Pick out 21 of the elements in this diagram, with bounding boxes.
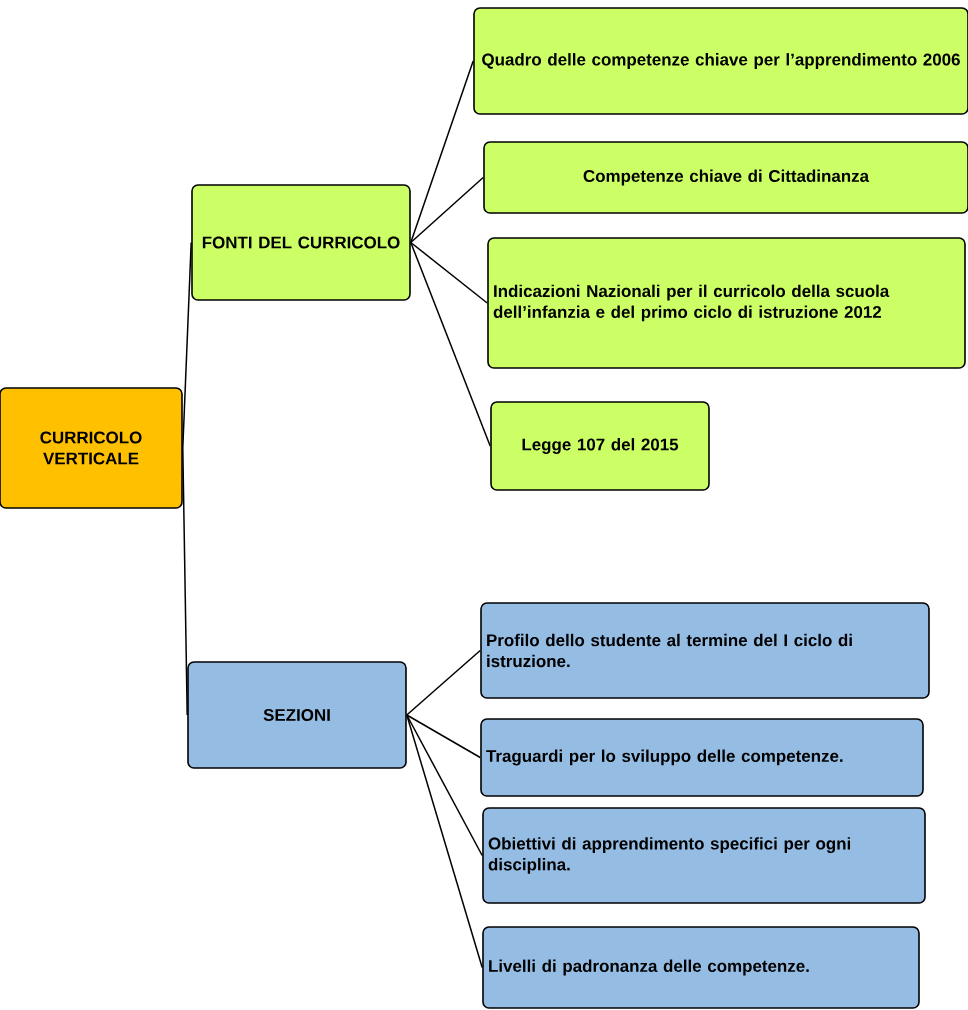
section-box: Livelli di padronanza delle competenze. — [482, 926, 920, 1009]
root-box: CURRICOLO VERTICALE — [0, 387, 183, 509]
connector-line — [410, 176, 484, 244]
source-box: Indicazioni Nazionali per il curricolo della scuola dell’infanzia e del primo ciclo di istruzione 2012 — [487, 237, 966, 369]
connector-line — [410, 241, 488, 304]
connector-line — [406, 649, 481, 716]
connector-line — [406, 714, 483, 857]
connector-line — [410, 241, 491, 447]
source-box: Quadro delle competenze chiave per l’apprendimento 2006 — [473, 7, 968, 115]
section-box: Traguardi per lo sviluppo delle competenze. — [480, 718, 924, 797]
connector-line — [406, 714, 483, 969]
connector-line — [410, 60, 474, 244]
section-box: Profilo dello studente al termine del I ciclo di istruzione. — [480, 602, 930, 699]
source-box: Competenze chiave di Cittadinanza — [483, 141, 968, 214]
connector-line — [182, 447, 188, 716]
topic-box: SEZIONI — [187, 661, 407, 769]
source-box: Legge 107 del 2015 — [490, 401, 710, 491]
connector-line — [406, 714, 481, 759]
section-box: Obiettivi di apprendimento specifici per ogni disciplina. — [482, 807, 926, 904]
connector-line — [182, 241, 192, 449]
topic-box: FONTI DEL CURRICOLO — [191, 184, 411, 301]
